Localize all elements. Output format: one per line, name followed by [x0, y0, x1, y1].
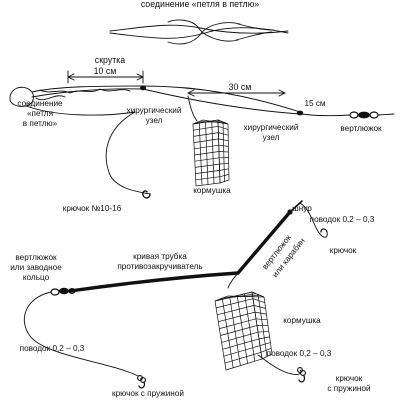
anti-tangle-label-2: противозакручиватель — [117, 262, 202, 271]
loop-left — [9, 86, 34, 107]
feeder-mesh-row — [216, 298, 254, 309]
surgeon-knot-1 — [140, 85, 146, 91]
swivel-ring-label-2: или заводное — [10, 263, 62, 272]
spring-hook-left-icon — [137, 375, 146, 389]
feeder-mesh-row — [223, 345, 261, 357]
feeder-mesh-col — [198, 122, 203, 186]
twist-segment — [39, 88, 131, 94]
feeder-mesh-row — [219, 318, 257, 329]
line-to-second-knot — [142, 88, 301, 115]
feeder-mesh-row — [224, 351, 262, 364]
feeder-mesh-col — [229, 297, 241, 366]
loop-connection-label-2: «петля — [27, 109, 53, 118]
feeder-mesh-col — [257, 294, 268, 357]
feeder-mesh-row — [217, 305, 255, 316]
leader-left — [23, 291, 139, 377]
braided-line-label: шнур — [292, 204, 312, 213]
feeder-mesh-row — [222, 338, 260, 350]
feeder-mesh-col — [244, 293, 256, 362]
feeder-leader-top — [187, 95, 198, 122]
spring-hook-right-label-1: крючок — [336, 374, 363, 383]
feeder-mesh-row — [221, 331, 259, 343]
feeder-mesh-row — [218, 311, 256, 323]
upper-tube-segment — [236, 210, 292, 275]
feeder-mesh-col — [222, 299, 234, 368]
feeder-label-bottom: кормушка — [283, 316, 321, 325]
twist-label: скрутка — [95, 55, 126, 65]
line-to-swivel — [301, 113, 351, 117]
spring-hook-right-icon — [297, 367, 306, 383]
surgeon-knot-left-label-1: хирургический — [127, 106, 182, 115]
twist-length-label: 10 см — [94, 66, 117, 76]
hook-leader-top — [25, 105, 151, 195]
span-15-label: 15 см — [304, 99, 325, 108]
top-rig: скрутка 10 см 30 см — [9, 55, 395, 213]
surgeon-knot-2 — [296, 110, 304, 116]
surgeon-knot-right-label-2: узел — [263, 133, 280, 142]
leader-right-label: поводок 0,2 – 0,3 — [267, 349, 332, 358]
spring-hook-right-label-2: с пружиной — [327, 384, 370, 393]
hook-top-right-label: крючок — [330, 246, 357, 255]
feeder-link-bottom — [227, 272, 239, 289]
swivel-carabiner-upper — [287, 209, 293, 215]
anti-tangle-label-1: кривая трубка — [133, 252, 187, 261]
surgeon-knot-right-label-1: хирургический — [244, 123, 299, 132]
swivel-ring-label-1: вертлюжок — [15, 253, 57, 262]
swivel-top — [349, 111, 395, 119]
leader-left-label: поводок 0,2 – 0,3 — [20, 344, 85, 353]
feeder-mesh-col — [236, 295, 248, 364]
loop-to-loop-illustration — [109, 19, 289, 45]
loop-connection-label-3: в петлю» — [23, 119, 58, 128]
diagram-title: соединение «петля в петлю» — [141, 0, 259, 9]
leader-top-right-label: поводок 0,2 – 0,3 — [310, 215, 375, 224]
anti-tangle-tube — [68, 271, 240, 293]
feeder-mesh-col — [223, 294, 261, 299]
hook-label-top: крючок №10-16 — [63, 204, 122, 213]
swivel-ring-label-3: кольцо — [23, 273, 50, 282]
feeder-mesh-col — [211, 120, 215, 184]
feeder-mesh-row — [220, 325, 258, 336]
span-30-label: 30 см — [229, 82, 252, 92]
feeder-mesh-col — [205, 121, 209, 185]
spring-hook-left-label: крючок с пружиной — [112, 389, 184, 398]
hook-icon — [142, 190, 151, 199]
bottom-rig: шнур поводок 0,2 – 0,3 крючок вертлюжок … — [10, 200, 375, 398]
feeder-mesh-col — [222, 121, 225, 182]
feeder-mesh-col — [199, 120, 225, 124]
surgeon-knot-left-label-2: узел — [146, 116, 163, 125]
swivel-label: вертлюжок — [340, 124, 382, 133]
leader-top-right — [299, 202, 328, 238]
feeder-label-top: кормушка — [193, 186, 231, 195]
loop-connection-label-1: соединение — [17, 99, 63, 108]
feeder-cage-top — [192, 119, 230, 187]
feeder-cage-bottom — [214, 291, 273, 371]
hook-icon-top-right — [320, 228, 328, 233]
